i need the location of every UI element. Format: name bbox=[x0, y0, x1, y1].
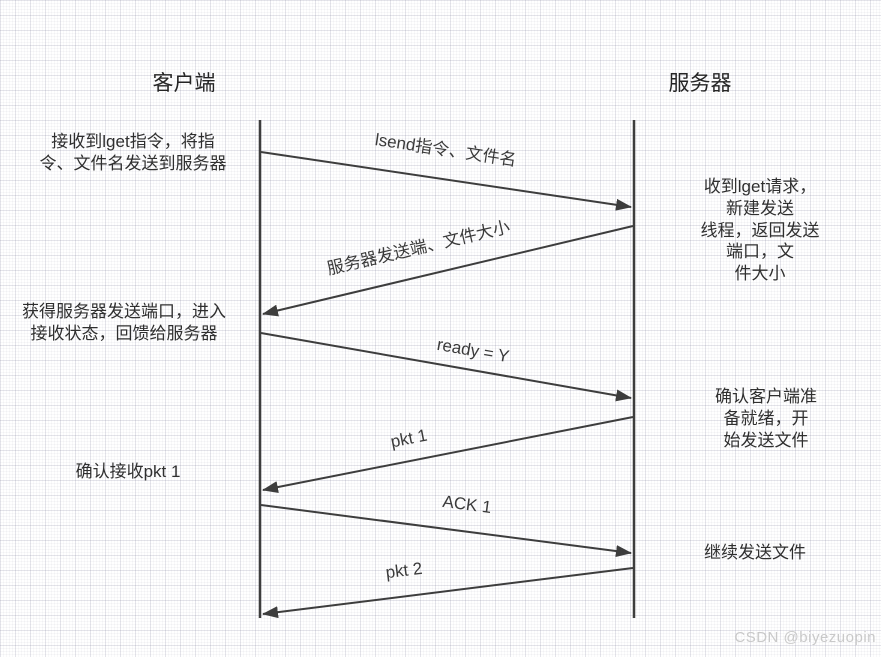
arrow-lsend bbox=[260, 151, 632, 211]
arrow-pkt1 bbox=[262, 416, 634, 493]
arrow-pkt2 bbox=[262, 567, 634, 619]
server-note-client-ready: 确认客户端准备就绪，开 始发送文件 bbox=[715, 387, 817, 450]
watermark: CSDN @biyezuopin bbox=[734, 629, 876, 646]
server-title: 服务器 bbox=[668, 72, 732, 95]
arrow-ready bbox=[260, 332, 632, 402]
server-note-lget-request: 收到lget请求，新建发送 线程，返回发送端口，文 件大小 bbox=[700, 177, 820, 283]
client-note-confirm-pkt1: 确认接收pkt 1 bbox=[75, 462, 181, 481]
client-title: 客户端 bbox=[152, 72, 216, 95]
client-note-receive-lget: 接收到lget指令，将指 令、文件名发送到服务器 bbox=[39, 132, 227, 173]
client-note-got-port: 获得服务器发送端口，进入 接收状态，回馈给服务器 bbox=[22, 302, 226, 343]
arrow-ack1 bbox=[260, 504, 632, 558]
arrow-server-port bbox=[262, 225, 634, 317]
server-note-continue-send: 继续发送文件 bbox=[704, 543, 806, 562]
